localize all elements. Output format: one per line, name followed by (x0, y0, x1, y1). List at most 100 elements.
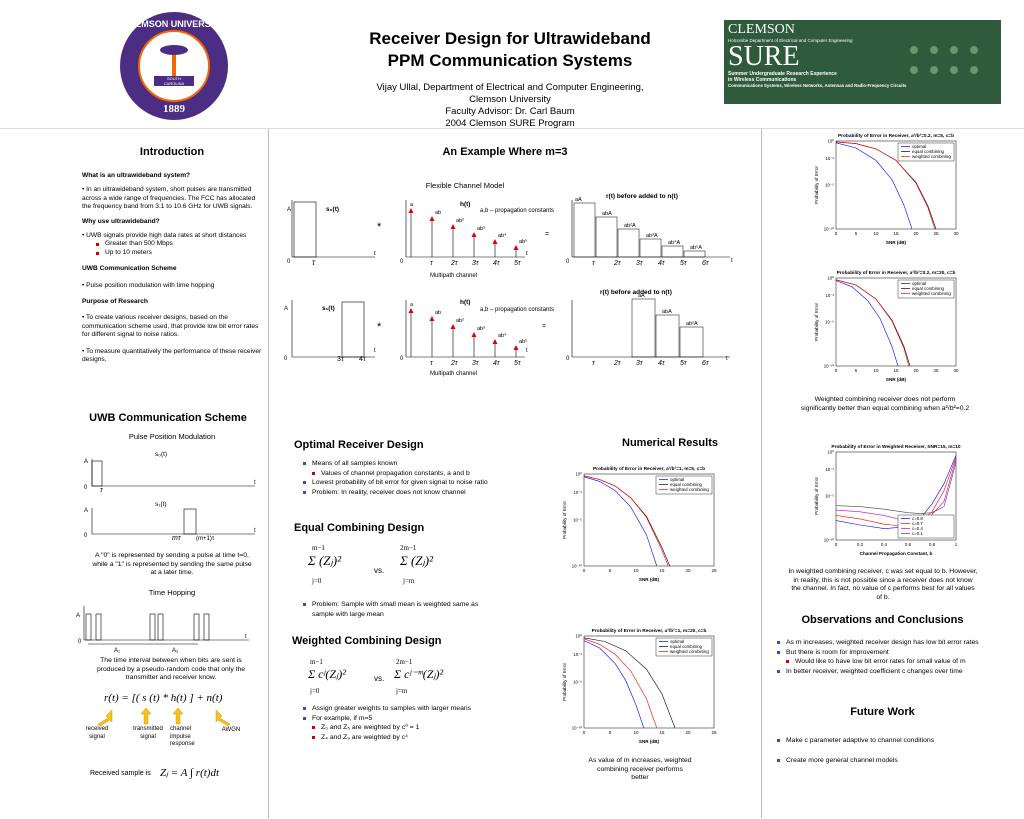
ppm-tau-label: τ (100, 487, 103, 494)
column-divider-2 (761, 128, 762, 818)
logo-state-line1: SOUTH (167, 76, 181, 81)
ppm-s1-label: s₁(t) (155, 501, 167, 508)
chart-ytick: 10⁻¹⁰ (824, 227, 834, 232)
legend-entry: equal combining (670, 482, 703, 487)
received-bar-label: ab²A (686, 321, 698, 327)
column-divider-1 (268, 128, 269, 818)
chart-xtick: 30 (953, 368, 959, 373)
intro-p5: • To measure quantitatively the performa… (82, 347, 262, 364)
weighted-heading: Weighted Combining Design (292, 635, 442, 647)
chart-legend (897, 514, 955, 539)
logo-seal: SOUTH CAROLINA (138, 30, 210, 102)
chart-ytick: 10⁰ (827, 139, 834, 144)
sure-banner: CLEMSON Holcombe Department of Electrica… (724, 20, 1001, 104)
s0-t-label: t (374, 251, 376, 257)
chart-ytick: 10⁻¹⁰ (572, 726, 582, 731)
received-bar-label: ab⁴A (668, 239, 680, 246)
legend-entry: equal combining (670, 644, 703, 649)
optimal-b2: Lowest probability of bit error for give… (302, 478, 554, 488)
legend-entry: optimal (912, 281, 926, 286)
logo-state-line2: CAROLINA (163, 81, 185, 86)
equal-b1: Problem: Sample with small mean is weigh… (302, 600, 482, 619)
logo-year: 1889 (163, 103, 185, 115)
chart-xtick: 5 (855, 368, 858, 373)
intro-p1: • In an ultrawideband system, short puls… (82, 186, 256, 211)
r0-tick-label: 5τ (680, 260, 687, 267)
received-bar-label: ab²A (624, 223, 636, 229)
received-bar (595, 216, 618, 258)
s0-zero-label: 0 (287, 259, 291, 265)
tick-label: 3τ (472, 260, 479, 267)
received-bar (617, 228, 640, 258)
chart-xtick: 20 (685, 730, 691, 735)
tap-arrow-icon (471, 332, 477, 337)
tick-label: τ (430, 260, 433, 267)
chart-xtick: 0.4 (881, 542, 888, 547)
obs-2: But there is room for improvement (776, 648, 1006, 658)
ppm-t-label-0: t (254, 480, 256, 486)
chart-xtick: 5 (855, 231, 858, 236)
chart-xtick: 0 (835, 231, 838, 236)
received-bar-label: aA (638, 293, 645, 299)
introduction-section: Introduction What is an ultrawideband sy… (82, 146, 262, 365)
chart-ytick: 10⁻² (826, 156, 835, 161)
r0-t-label: t (731, 258, 733, 264)
series-line (583, 640, 645, 729)
chart-ylabel: Probability of Error (562, 663, 567, 702)
series-line (835, 280, 899, 367)
ppm-pulse-1 (183, 508, 197, 535)
poster-title: Receiver Design for Ultrawideband PPM Co… (280, 28, 740, 72)
obs-2a: Would like to have low bit error rates f… (776, 657, 1006, 667)
s1-label: s₁(t) (322, 305, 335, 312)
tap-arrow-icon (408, 308, 414, 313)
weighted-sum2: Σ cʲ⁻ᵐ(Zⱼ)² (394, 667, 444, 681)
equal-up1: m−1 (312, 544, 325, 552)
tap-arrow-icon (492, 339, 498, 344)
uwb-heading: UWB Communication Scheme (89, 412, 247, 424)
legend-entry: weighted combining (912, 154, 951, 159)
weighted-vs: vs. (374, 674, 385, 683)
intro-q3: UWB Communication Scheme (82, 265, 177, 273)
weighted-up2: 2m−1 (396, 658, 413, 666)
sure-dept: Holcombe Department of Electrical and Co… (728, 38, 853, 43)
r1-tick-label: 3τ (636, 360, 643, 367)
ppm-s0-label: s₀(t) (155, 451, 167, 458)
title-line2: PPM Communication Systems (387, 51, 633, 70)
fw-2: Create more general channel models (776, 756, 1006, 766)
series-line (835, 279, 910, 367)
chart-m5-ab02: Probability of Error in Receiver, a²/b²=… (814, 133, 959, 245)
tick-label: 5τ (514, 260, 521, 267)
sample-equation: Zⱼ = A ∫ r(t)dt (160, 767, 220, 779)
ppm-zero-label-0: 0 (84, 485, 88, 491)
legend-entry: weighted combining (912, 291, 951, 296)
tap-label: ab (435, 310, 441, 316)
optimal-b1a: Values of channel propagation constants,… (302, 469, 554, 479)
r1-tick-label: 6τ (702, 360, 709, 367)
tap-label: ab² (456, 318, 464, 324)
chart-ytick: 10⁻² (574, 490, 583, 495)
chart-ylabel: Probability of Error (814, 477, 819, 516)
legend-entry: optimal (670, 477, 684, 482)
chart-ytick: 10⁰ (827, 450, 834, 455)
tick-label: 5τ (514, 360, 521, 367)
weighted-lo2: j=m (396, 687, 408, 695)
ppm-mtau-label: mτ (172, 535, 181, 542)
chart-ytick: 10⁻⁵ (825, 183, 834, 188)
sure-desc2: in Wireless Communications (728, 77, 797, 83)
chart-xtick: 5 (609, 730, 612, 735)
chart-m20-ab02: Probability of Error in Receiver, a²/b²=… (814, 270, 959, 382)
chart-xtick: 10 (633, 568, 639, 573)
chart-ylabel: Probability of Error (562, 501, 567, 540)
ppm-zero-label-1: 0 (84, 533, 88, 539)
received-bar-label: ab⁵A (690, 244, 702, 251)
intro-p4: • To create various receiver designs, ba… (82, 314, 259, 339)
intro-p3: • Pulse position modulation with time ho… (82, 281, 215, 289)
received-bar-label: abA (602, 211, 612, 217)
chart-ytick: 10⁻² (574, 652, 583, 657)
chart-title: Probability of Error in Receiver, a²/b²=… (838, 133, 954, 139)
chart-ytick: 10⁰ (827, 276, 834, 281)
chart-xtick: 20 (685, 568, 691, 573)
obs-1: As m increases, weighted receiver design… (776, 638, 1006, 648)
chart-ylabel: Probability of Error (814, 166, 819, 205)
received-sample-label: Received sample is (90, 770, 151, 777)
